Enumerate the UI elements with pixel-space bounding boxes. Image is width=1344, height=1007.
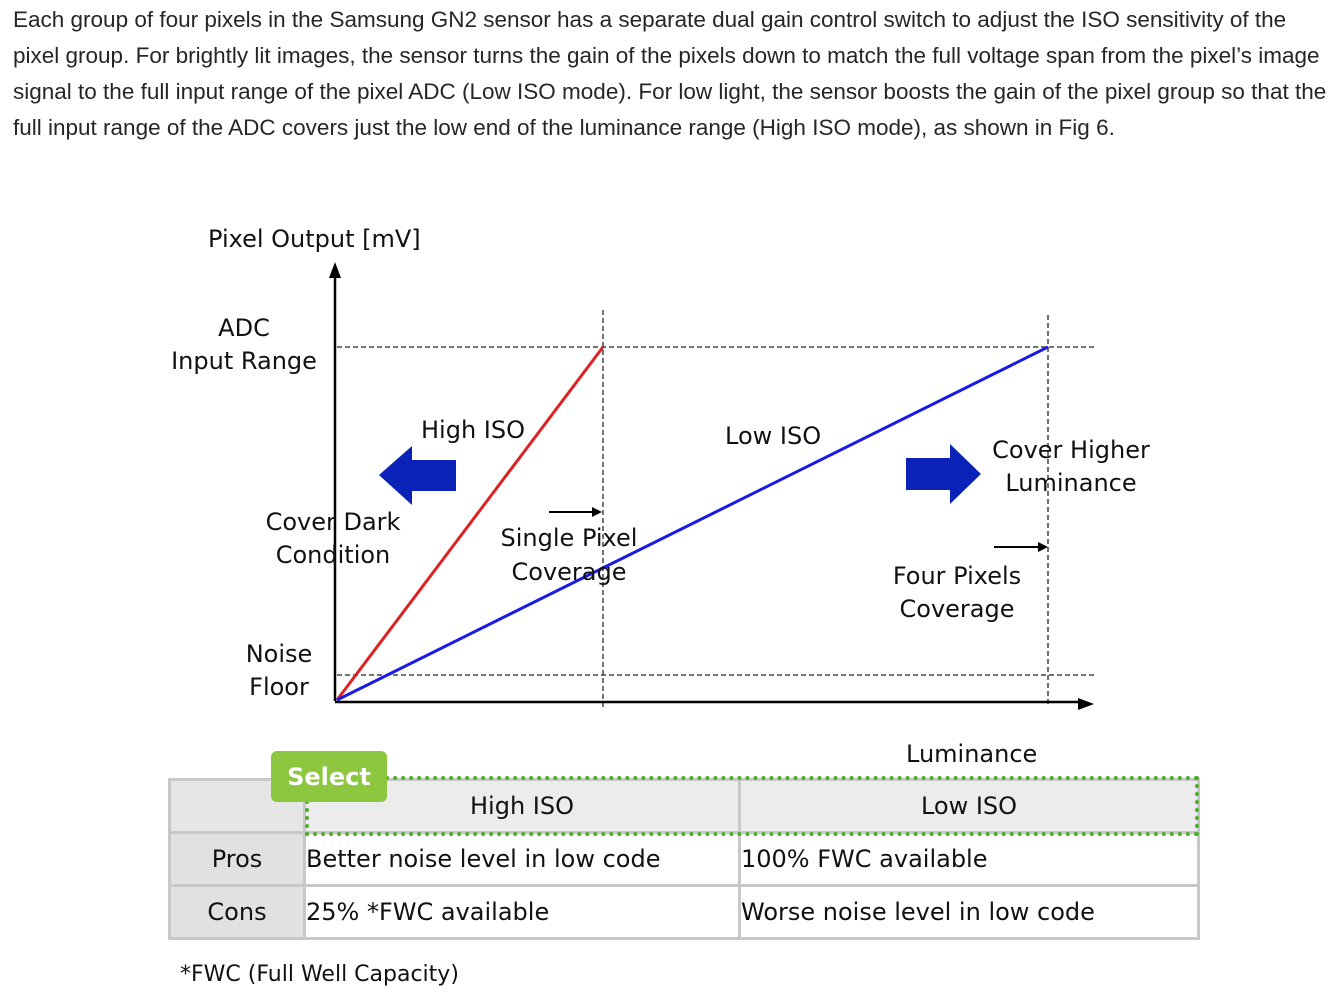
table-row: Pros Better noise level in low code 100%… [168,831,1200,887]
low-iso-label: Low ISO [725,422,822,450]
noise-label-line2: Floor [249,673,309,701]
single-label-line2: Coverage [511,558,627,586]
single-label-line1: Single Pixel [500,524,638,552]
four-label-line1: Four Pixels [892,562,1022,590]
low-iso-line [336,345,1049,702]
select-badge: Select [271,751,387,802]
pros-high-iso-cell: Better noise level in low code [303,831,741,887]
higher-label-line1: Cover Higher [992,436,1150,464]
x-axis-label: Luminance [906,740,1038,768]
high-iso-label: High ISO [421,416,525,444]
cons-low-iso-cell: Worse noise level in low code [738,884,1200,940]
adc-label-line2: Input Range [171,347,317,375]
noise-label-line1: Noise [245,640,313,668]
four-label-line2: Coverage [899,595,1015,623]
cons-high-iso-cell: 25% *FWC available [303,884,741,940]
right-block-arrow-icon [906,444,981,504]
row-label-cons: Cons [168,884,306,940]
high-iso-line [335,346,605,701]
y-axis-label: Pixel Output [mV] [208,225,421,253]
table-row: Cons 25% *FWC available Worse noise leve… [168,884,1200,940]
article-paragraph: Each group of four pixels in the Samsung… [13,7,1327,140]
row-label-pros: Pros [168,831,306,887]
x-axis-arrow-icon [1078,698,1094,710]
small-right-arrow-icon [592,507,602,517]
fwc-footnote: *FWC (Full Well Capacity) [180,962,459,987]
higher-label-line2: Luminance [1005,469,1137,497]
dark-label-line2: Condition [275,541,391,569]
comparison-table: High ISO Low ISO Pros Better noise level… [168,778,1200,940]
header-low-iso: Low ISO [738,778,1200,834]
dark-label-line1: Cover Dark [265,508,401,536]
adc-label-line1: ADC [218,314,270,342]
pros-low-iso-cell: 100% FWC available [738,831,1200,887]
small-right-arrow-icon-2 [1038,542,1048,552]
y-axis-arrow-icon [329,262,341,278]
left-block-arrow-icon [379,446,456,505]
